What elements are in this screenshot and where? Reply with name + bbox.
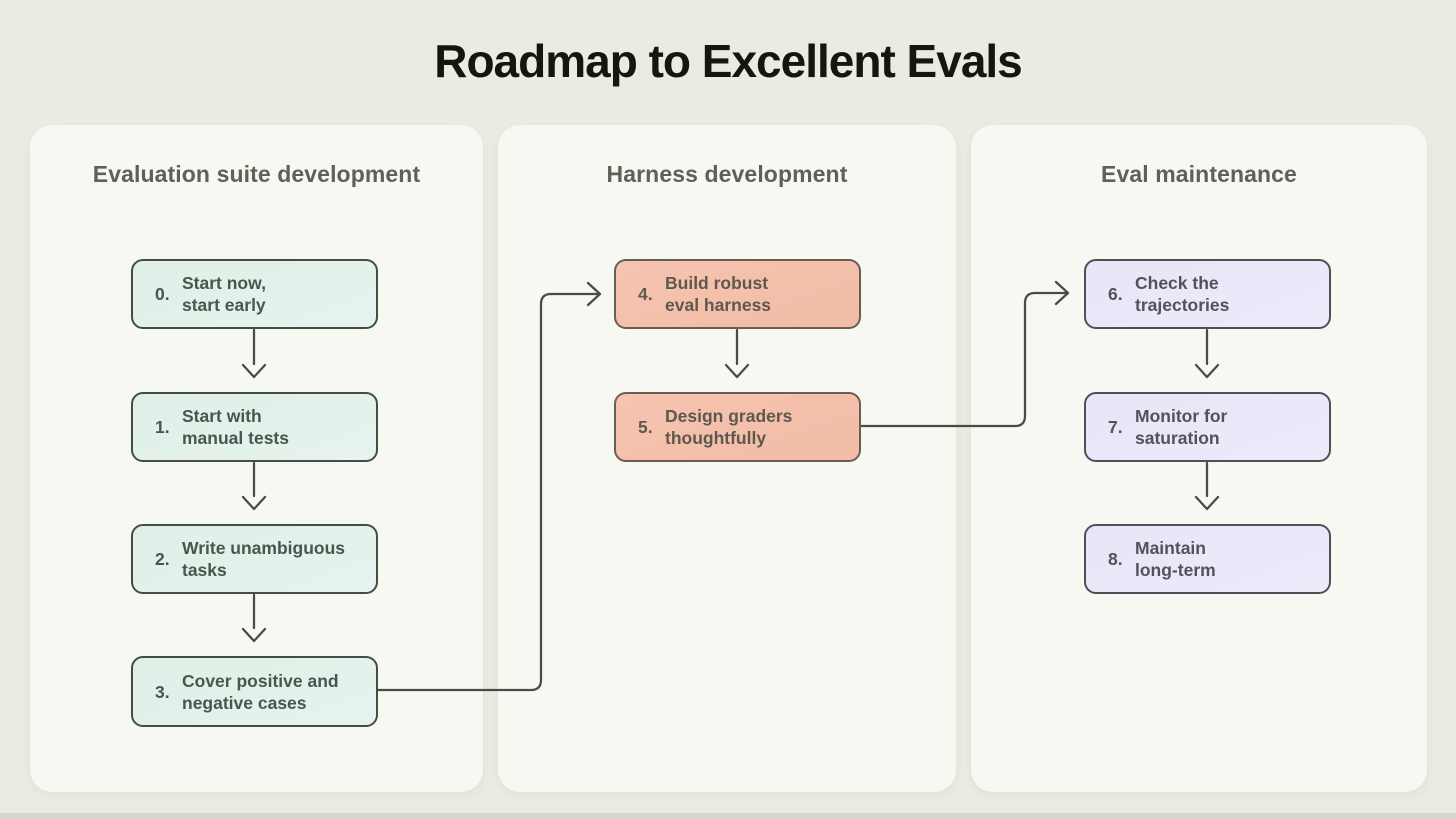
box-label: Start now,start early (182, 273, 266, 315)
box-number: 3. (155, 681, 170, 702)
box-number: 2. (155, 549, 170, 569)
box-number: 5. (638, 417, 653, 437)
box-number: 4. (638, 284, 653, 304)
bottom-edge-shade (0, 813, 1456, 819)
box-number: 6. (1108, 284, 1123, 304)
box-number: 8. (1108, 549, 1123, 569)
page-title: Roadmap to Excellent Evals (434, 35, 1023, 87)
box-number: 7. (1108, 417, 1123, 437)
box-number: 1. (155, 417, 170, 437)
column-header: Eval maintenance (1101, 161, 1297, 187)
column-header: Harness development (606, 161, 848, 187)
box-number: 0. (155, 284, 170, 304)
flow-box-0-start-now: 0. Start now,start early (131, 259, 378, 329)
column-header: Evaluation suite development (92, 161, 421, 187)
